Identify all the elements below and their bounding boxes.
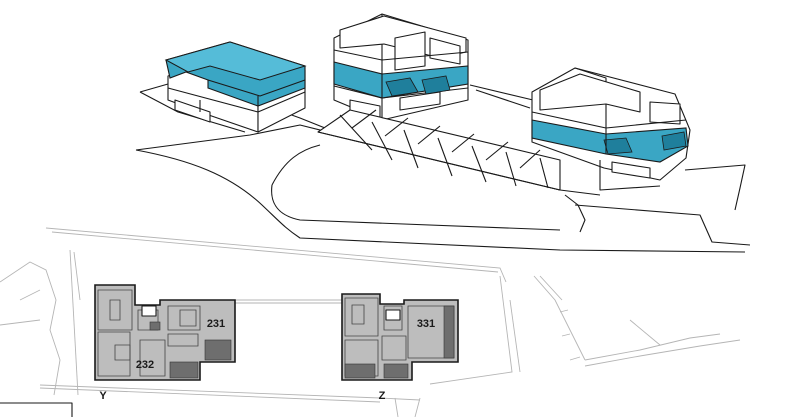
road-right bbox=[533, 275, 586, 361]
site-plan: 231 232 Y 331 Z bbox=[0, 227, 741, 417]
parking-bays bbox=[317, 109, 561, 191]
unit-label-232: 232 bbox=[136, 359, 154, 371]
building-center bbox=[333, 13, 469, 121]
ground-lines bbox=[135, 81, 751, 253]
unit-label-231: 231 bbox=[207, 318, 225, 330]
building-y-plan: 231 232 Y bbox=[94, 284, 236, 402]
site-boundary-top bbox=[45, 227, 507, 283]
axonometric-view bbox=[135, 13, 751, 253]
building-label-y: Y bbox=[99, 390, 107, 402]
building-left bbox=[164, 41, 307, 133]
plan-frame bbox=[0, 402, 73, 417]
building-z-plan: 331 Z bbox=[341, 293, 459, 402]
building-label-z: Z bbox=[379, 390, 386, 402]
unit-label-331: 331 bbox=[417, 318, 435, 330]
building-right bbox=[531, 67, 691, 191]
